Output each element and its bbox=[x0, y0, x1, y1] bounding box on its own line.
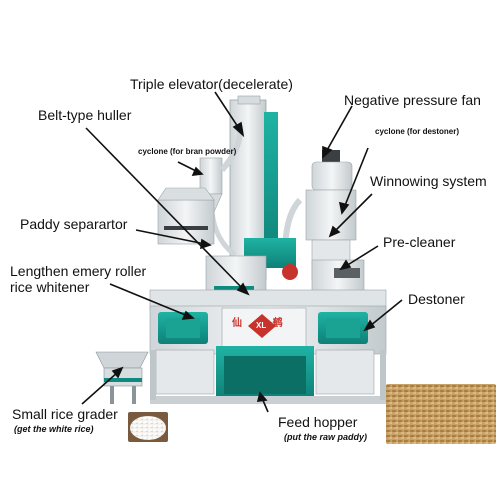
white-rice-photo bbox=[128, 412, 168, 442]
label-small-rice-grader-note: (get the white rice) bbox=[14, 424, 94, 434]
machine-logo-text: XL bbox=[256, 321, 267, 330]
callout-arrows bbox=[81, 91, 403, 413]
arrow-emery-whitener bbox=[109, 283, 189, 317]
arrow-rice-grader bbox=[81, 371, 119, 405]
paddy-separator bbox=[157, 187, 215, 245]
small-rice-grader bbox=[95, 351, 149, 404]
arrowhead-belt-huller bbox=[236, 282, 250, 296]
lower-frame bbox=[150, 346, 386, 404]
label-cyclone-destoner: cyclone (for destoner) bbox=[375, 127, 460, 136]
arrowhead-cyclone-bran bbox=[191, 166, 204, 176]
huller-unit bbox=[205, 238, 298, 297]
label-lengthen-emery-line1: Lengthen emery roller bbox=[10, 263, 147, 279]
label-cyclone-bran: cyclone (for bran powder) bbox=[138, 147, 237, 156]
label-feed-hopper-note: (put the raw paddy) bbox=[284, 432, 367, 442]
arrow-paddy-separator bbox=[135, 229, 206, 245]
arrow-triple-elevator bbox=[214, 91, 241, 131]
arrow-destoner bbox=[369, 299, 403, 327]
arrowhead-cyclone-destoner bbox=[338, 201, 350, 215]
label-paddy-separator: Paddy separartor bbox=[20, 216, 128, 232]
arrowhead-destoner bbox=[363, 319, 376, 332]
arrow-negative-fan bbox=[325, 105, 353, 153]
arrowhead-feed-hopper bbox=[256, 391, 268, 402]
label-destoner: Destoner bbox=[408, 291, 465, 307]
label-negative-pressure-fan: Negative pressure fan bbox=[344, 92, 481, 108]
label-triple-elevator: Triple elevator(decelerate) bbox=[130, 76, 293, 92]
arrowhead-paddy-separator bbox=[200, 238, 212, 250]
arrowhead-triple-elevator bbox=[232, 121, 245, 138]
arrowhead-emery-whitener bbox=[181, 310, 195, 320]
arrowhead-pre-cleaner bbox=[339, 259, 352, 271]
label-pre-cleaner: Pre-cleaner bbox=[383, 234, 456, 250]
arrow-pre-cleaner bbox=[345, 245, 379, 267]
label-small-rice-grader: Small rice grader bbox=[12, 406, 118, 422]
arrowhead-negative-fan bbox=[322, 145, 333, 159]
label-belt-type-huller: Belt-type huller bbox=[38, 107, 132, 123]
label-winnowing-system: Winnowing system bbox=[370, 173, 487, 189]
arrow-belt-huller bbox=[85, 127, 245, 291]
label-feed-hopper: Feed hopper bbox=[278, 414, 358, 430]
arrow-winnowing bbox=[333, 193, 373, 233]
label-lengthen-emery-line2: rice whitener bbox=[10, 279, 90, 295]
arrowhead-rice-grader bbox=[111, 366, 124, 379]
arrow-cyclone-destoner bbox=[343, 147, 369, 209]
raw-paddy-photo bbox=[386, 384, 496, 444]
machine-brand-text: 仙 鹤 bbox=[232, 318, 297, 329]
arrowhead-winnowing bbox=[328, 225, 341, 238]
